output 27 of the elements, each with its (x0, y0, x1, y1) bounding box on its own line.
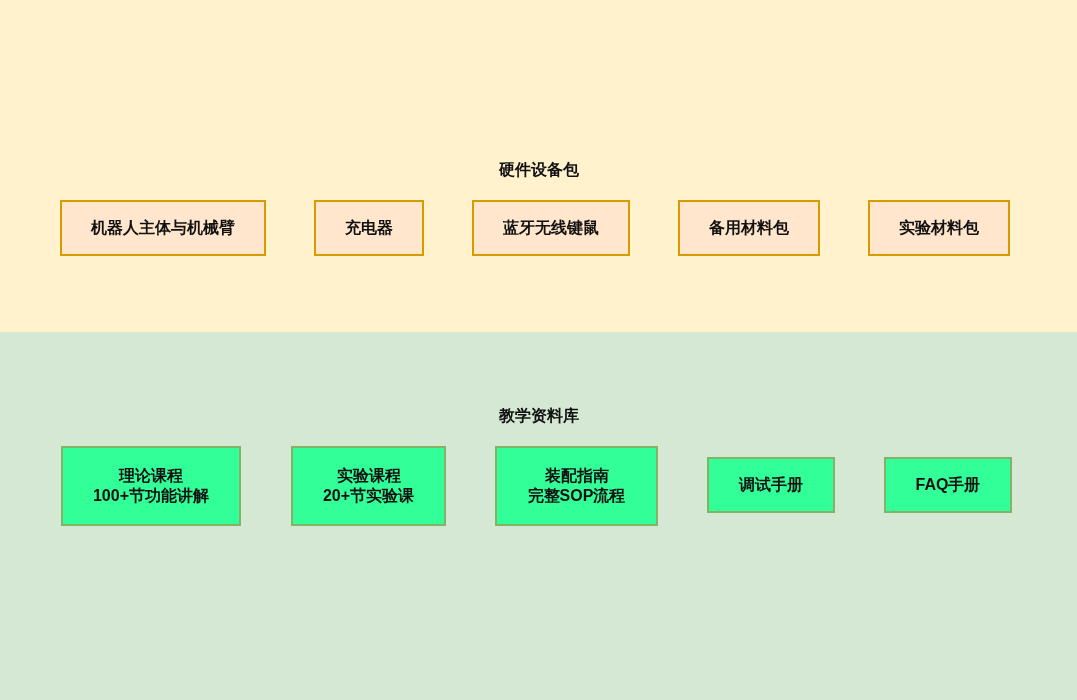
section-heading: 硬件设备包 (497, 160, 580, 180)
item-box (472, 200, 630, 256)
item-box (314, 200, 424, 256)
item-box (291, 446, 446, 526)
section-band (0, 0, 1077, 332)
section-band (0, 332, 1077, 700)
item-box (707, 457, 835, 513)
item-label: 充电器 (345, 218, 393, 238)
item-box (884, 457, 1012, 513)
item-box (61, 446, 241, 526)
item-label: FAQ手册 (915, 475, 981, 495)
item-box (678, 200, 820, 256)
item-label: 机器人主体与机械臂 (91, 218, 235, 238)
item-label: 20+节实验课 (322, 486, 415, 506)
item-label: 实验材料包 (899, 218, 979, 238)
item-label: 完整SOP流程 (527, 486, 626, 506)
item-label: 蓝牙无线键鼠 (503, 218, 599, 238)
item-box (868, 200, 1010, 256)
item-label: 装配指南 (544, 466, 609, 486)
item-label: 实验课程 (336, 466, 401, 486)
section-heading: 教学资料库 (497, 406, 580, 426)
item-box (495, 446, 658, 526)
item-label: 备用材料包 (709, 218, 789, 238)
item-box (60, 200, 266, 256)
item-label: 理论课程 (119, 466, 183, 486)
item-label: 100+节功能讲解 (92, 486, 209, 506)
item-label: 调试手册 (739, 475, 803, 495)
